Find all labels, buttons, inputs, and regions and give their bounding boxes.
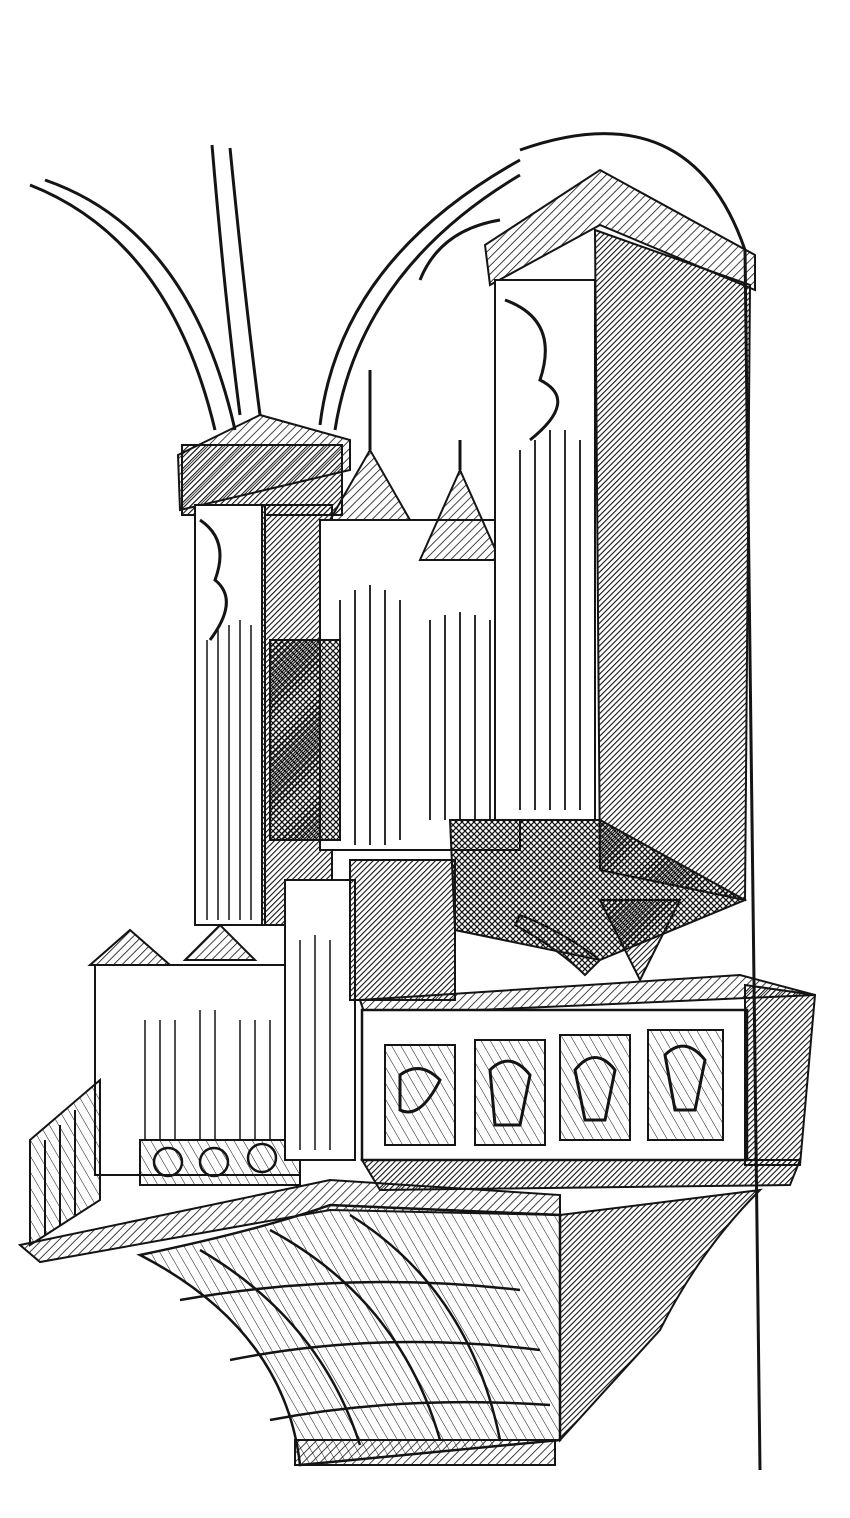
right-tower	[448, 168, 756, 962]
left-tower	[176, 413, 351, 926]
lower-left-case	[87, 859, 456, 1186]
vault-ribs	[29, 132, 762, 1471]
central-pipes	[269, 370, 521, 851]
tower-bracket	[513, 899, 682, 983]
gallery-parapet	[358, 973, 817, 1192]
supporting-vault	[136, 1188, 763, 1467]
